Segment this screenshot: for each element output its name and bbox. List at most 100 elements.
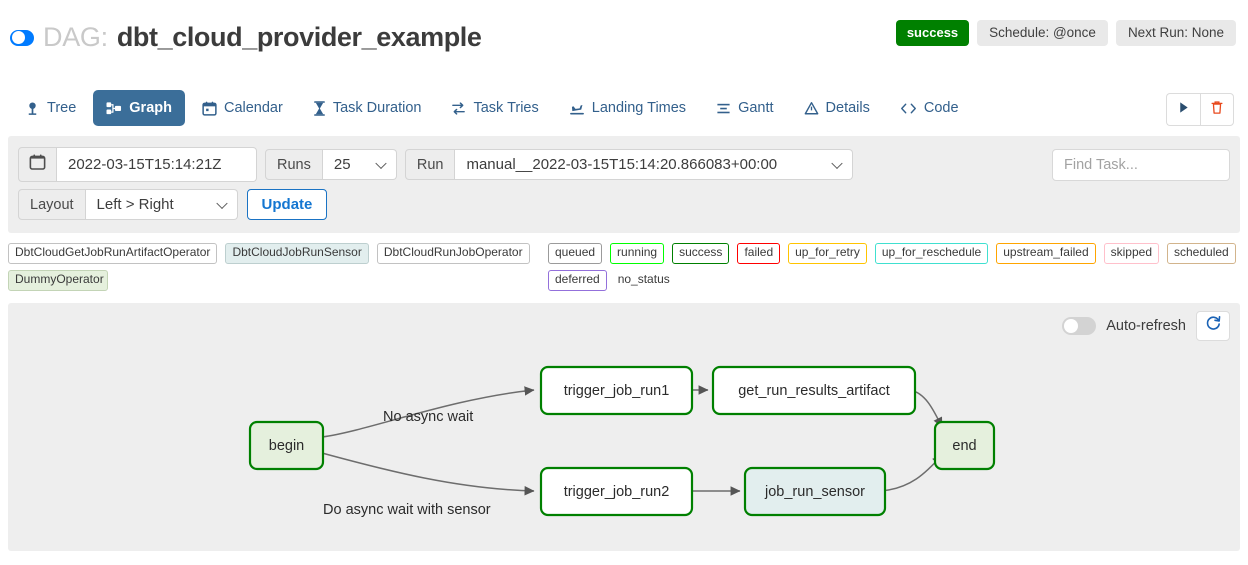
layout-select[interactable]: Left > Right xyxy=(85,189,238,220)
legend-item-state-no-status[interactable]: no_status xyxy=(617,271,670,286)
tab-gantt-label: Gantt xyxy=(738,100,774,116)
tab-code[interactable]: Code xyxy=(887,90,972,126)
legend-item-state-scheduled[interactable]: scheduled xyxy=(1167,243,1236,264)
legend-item-state-queued[interactable]: queued xyxy=(548,243,603,264)
tab-graph[interactable]: Graph xyxy=(93,90,185,126)
filter-row-1: 2022-03-15T15:14:21Z Runs 25 Run manual_… xyxy=(18,147,1230,182)
legend-item-state-failed[interactable]: failed xyxy=(737,243,781,264)
page-title: dbt_cloud_provider_example xyxy=(116,22,482,52)
calendar-small-icon xyxy=(29,153,46,176)
tab-task-duration[interactable]: Task Duration xyxy=(300,90,435,126)
legend-item-state-running[interactable]: running xyxy=(610,243,665,264)
tab-calendar[interactable]: Calendar xyxy=(189,90,296,126)
runs-group: Runs 25 xyxy=(265,149,397,180)
graph-node-begin[interactable]: begin xyxy=(248,420,325,470)
num-runs-select[interactable]: 25 xyxy=(322,149,397,180)
graph-node-end[interactable]: end xyxy=(933,420,996,470)
legend-item-state-success[interactable]: success xyxy=(672,243,730,264)
hourglass-icon xyxy=(313,100,326,116)
header-badges: success Schedule: @once Next Run: None xyxy=(895,20,1236,46)
node-label: end xyxy=(952,437,976,453)
tab-landing-times[interactable]: Landing Times xyxy=(556,90,699,126)
tab-task-tries[interactable]: Task Tries xyxy=(438,90,551,126)
run-label: Run xyxy=(404,149,456,180)
runs-label: Runs xyxy=(265,149,323,180)
layout-group: Layout Left > Right xyxy=(18,189,238,220)
legend-item-state-skipped[interactable]: skipped xyxy=(1103,243,1159,264)
state-legend: queued running success failed up_for_ret… xyxy=(548,243,1240,291)
auto-refresh-toggle[interactable] xyxy=(1062,316,1097,335)
graph-node-get-run-results-artifact[interactable]: get_run_results_artifact xyxy=(711,365,917,415)
next-run-badge[interactable]: Next Run: None xyxy=(1115,20,1236,46)
base-date-input[interactable]: 2022-03-15T15:14:21Z xyxy=(57,147,257,182)
graph-node-job-run-sensor[interactable]: job_run_sensor xyxy=(743,466,887,516)
node-label: trigger_job_run1 xyxy=(564,382,670,398)
gantt-icon xyxy=(716,101,731,116)
delete-dag-button[interactable] xyxy=(1200,93,1234,126)
trigger-dag-button[interactable] xyxy=(1166,93,1200,126)
node-box xyxy=(539,466,694,516)
run-group: Run manual__2022-03-15T15:14:20.866083+0… xyxy=(404,149,854,180)
legend-item-operator[interactable]: DummyOperator xyxy=(8,269,108,291)
node-label: get_run_results_artifact xyxy=(738,382,890,398)
legend-item-state-deferred[interactable]: deferred xyxy=(548,269,607,291)
dag-view-tabs: Tree Graph Calendar Task Duration Task T… xyxy=(0,80,1248,136)
dag-graph-panel: Auto-refresh No async wait Do async wait… xyxy=(8,302,1240,551)
node-label: job_run_sensor xyxy=(764,483,865,499)
tab-code-label: Code xyxy=(923,100,959,116)
refresh-button[interactable] xyxy=(1196,310,1230,341)
update-button[interactable]: Update xyxy=(246,189,328,220)
calendar-icon xyxy=(202,101,217,116)
tab-gantt[interactable]: Gantt xyxy=(703,90,786,126)
tab-tree[interactable]: Tree xyxy=(12,90,89,126)
calendar-picker-button[interactable] xyxy=(18,147,57,182)
graph-icon xyxy=(106,101,122,116)
node-label: trigger_job_run2 xyxy=(564,483,670,499)
tab-details-label: Details xyxy=(825,100,870,116)
page-header: DAG: dbt_cloud_provider_example success … xyxy=(0,0,1248,80)
legend-item-state-upstream-failed[interactable]: upstream_failed xyxy=(996,243,1096,264)
landing-icon xyxy=(569,101,585,116)
trash-icon xyxy=(1210,100,1224,120)
tab-task-tries-label: Task Tries xyxy=(473,100,539,116)
legend-item-operator[interactable]: DbtCloudJobRunSensor xyxy=(225,243,369,264)
edge-begin-to-trigger1 xyxy=(321,385,535,438)
tab-actions xyxy=(1166,93,1234,126)
dag-run-select[interactable]: manual__2022-03-15T15:14:20.866083+00:00 xyxy=(455,149,854,180)
search-input[interactable]: Find Task... xyxy=(1052,148,1230,181)
legend-item-state-up-for-reschedule[interactable]: up_for_reschedule xyxy=(874,243,989,264)
auto-refresh-label: Auto-refresh xyxy=(1106,317,1186,334)
legend-item-state-up-for-retry[interactable]: up_for_retry xyxy=(788,243,867,264)
dag-graph-canvas[interactable]: No async wait Do async wait with sensor … xyxy=(8,303,1240,551)
play-icon xyxy=(1177,101,1190,119)
tab-task-duration-label: Task Duration xyxy=(332,100,422,116)
tab-graph-label: Graph xyxy=(129,100,172,116)
code-icon xyxy=(900,101,917,116)
tab-tree-label: Tree xyxy=(47,100,77,116)
node-box xyxy=(933,420,996,470)
node-box xyxy=(711,365,917,415)
node-label: begin xyxy=(269,437,304,453)
edge-begin-to-trigger2 xyxy=(321,451,535,496)
refresh-icon xyxy=(1205,315,1222,337)
dag-title-row: DAG: dbt_cloud_provider_example xyxy=(10,22,1234,53)
legend-bar: DbtCloudGetJobRunArtifactOperator DbtClo… xyxy=(0,233,1248,299)
status-badge: success xyxy=(895,20,970,46)
node-box xyxy=(743,466,887,516)
tree-icon xyxy=(25,101,40,116)
schedule-badge[interactable]: Schedule: @once xyxy=(977,20,1108,46)
retry-icon xyxy=(451,101,466,116)
layout-label: Layout xyxy=(18,189,86,220)
tab-details[interactable]: Details xyxy=(791,90,883,126)
graph-node-trigger-job-run1[interactable]: trigger_job_run1 xyxy=(539,365,694,415)
base-date-group: 2022-03-15T15:14:21Z xyxy=(18,147,257,182)
graph-toolbar: Auto-refresh xyxy=(1062,310,1230,341)
node-box xyxy=(539,365,694,415)
legend-item-operator[interactable]: DbtCloudGetJobRunArtifactOperator xyxy=(8,243,218,264)
graph-node-trigger-job-run2[interactable]: trigger_job_run2 xyxy=(539,466,694,516)
edge-label-no-async-wait: No async wait xyxy=(383,409,473,425)
warning-triangle-icon xyxy=(804,101,819,116)
legend-item-operator[interactable]: DbtCloudRunJobOperator xyxy=(376,243,530,264)
dag-paused-toggle[interactable] xyxy=(10,29,34,46)
tab-landing-times-label: Landing Times xyxy=(591,100,687,116)
